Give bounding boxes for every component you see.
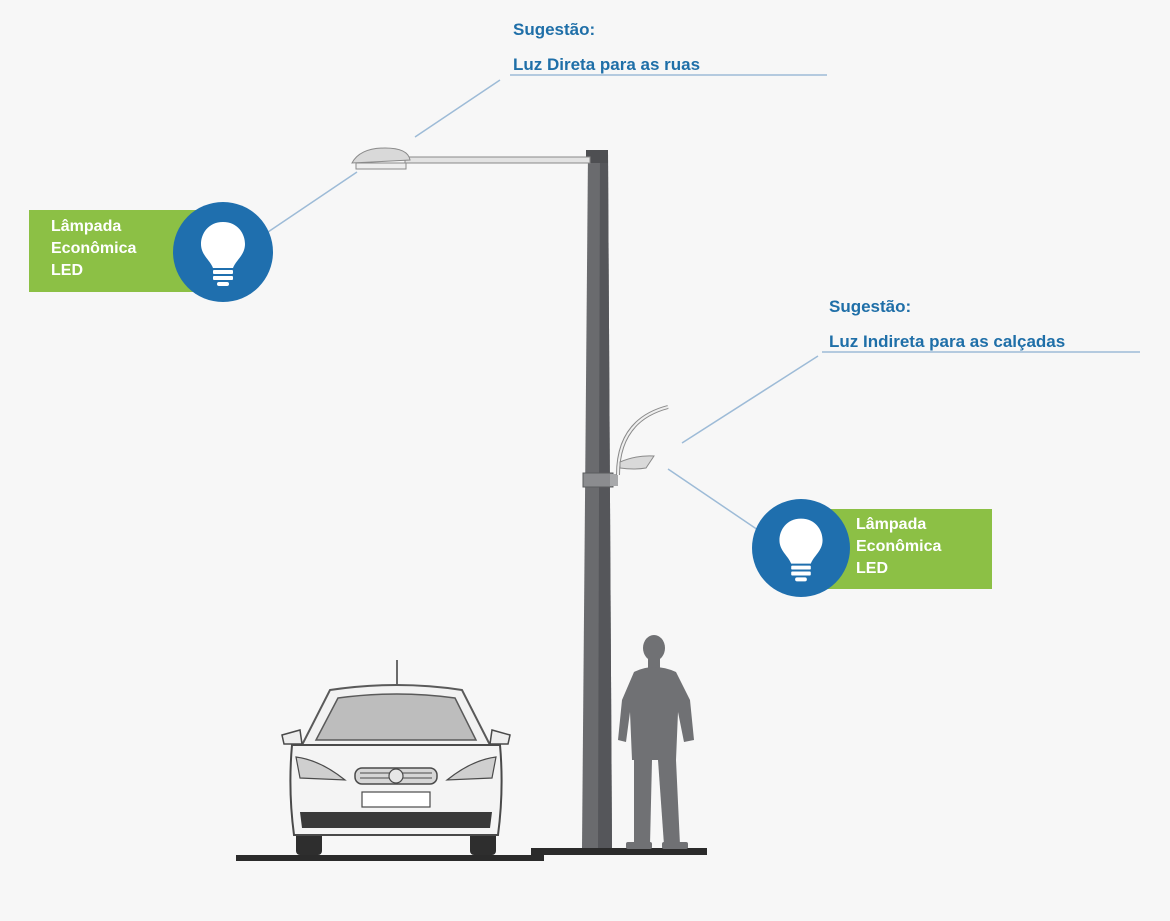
suggestion-side-text: Luz Indireta para as calçadas <box>829 332 1066 351</box>
badge-line: LED <box>51 262 83 279</box>
lightbulb-icon <box>779 518 823 582</box>
led-badge-left: Lâmpada Econômica LED <box>29 210 209 292</box>
suggestion-top-text: Luz Direta para as ruas <box>513 55 701 74</box>
street-luminaire <box>351 147 591 170</box>
badge-line: Econômica <box>51 240 137 257</box>
car <box>281 660 511 855</box>
leader-line-top-diagonal <box>414 79 501 138</box>
leader-line-right <box>667 468 759 531</box>
street-pole <box>582 150 618 848</box>
lightbulb-circle-right <box>752 499 850 597</box>
suggestion-top-heading: Sugestão: <box>513 20 596 39</box>
badge-line: Econômica <box>856 538 942 555</box>
suggestion-side-heading: Sugestão: <box>829 297 912 316</box>
sidewalk-luminaire <box>616 405 669 476</box>
lightbulb-icon <box>201 222 245 286</box>
lightbulb-circle-left <box>173 202 273 302</box>
person-silhouette <box>618 635 694 849</box>
ground-sidewalk <box>531 848 707 855</box>
badge-line: LED <box>856 560 888 577</box>
badge-line: Lâmpada <box>51 218 122 235</box>
ground-road <box>236 855 544 861</box>
badge-line: Lâmpada <box>856 516 927 533</box>
leader-line-left <box>267 171 358 233</box>
leader-line-side-diagonal <box>681 355 819 444</box>
